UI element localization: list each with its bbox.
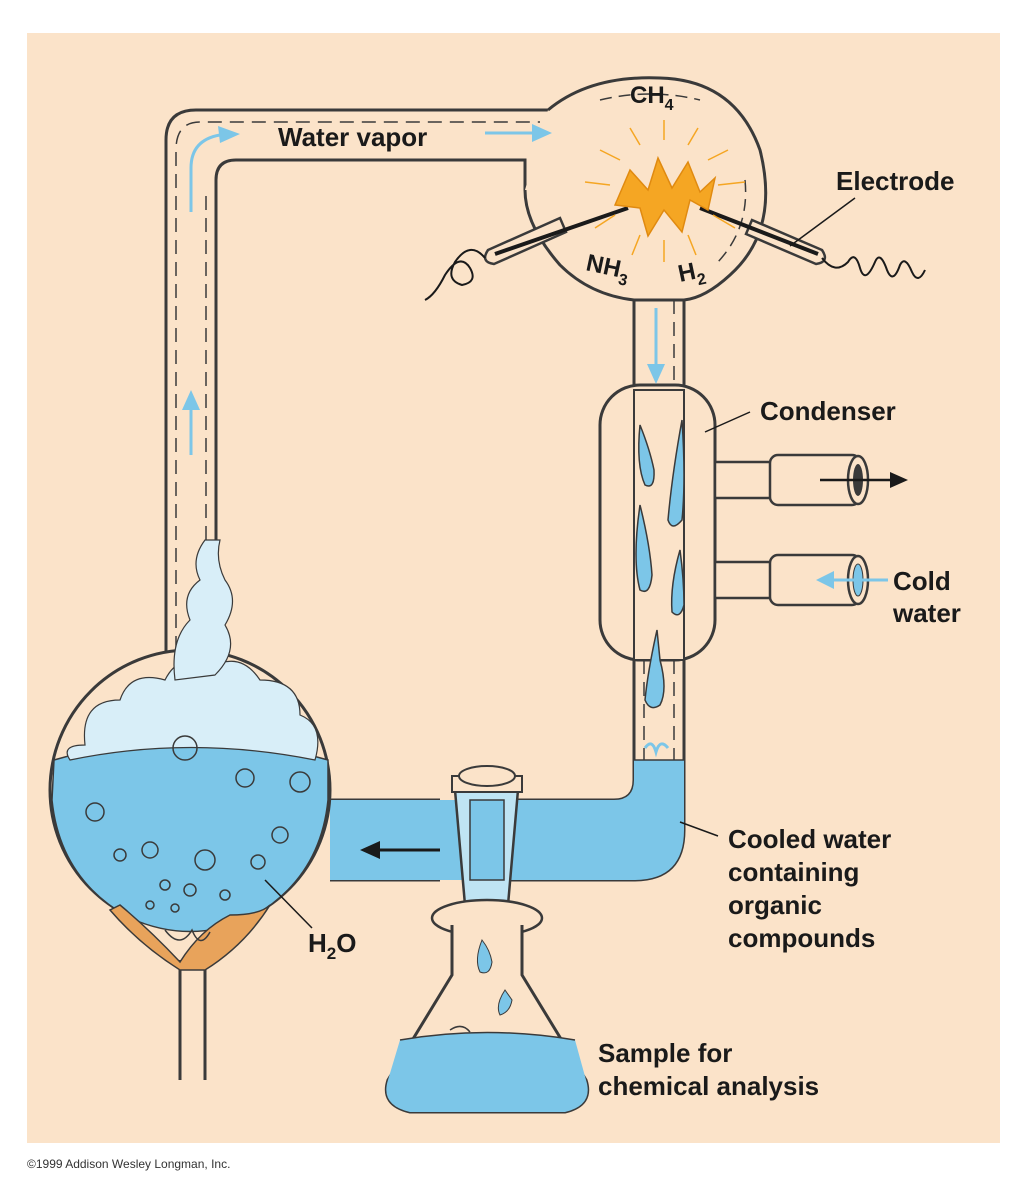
vapor-right-arrow-icon — [485, 124, 552, 142]
label-condenser: Condenser — [760, 396, 896, 426]
label-nh3-sub: 3 — [617, 271, 629, 289]
label-water-vapor: Water vapor — [278, 122, 427, 152]
flow-down-arrow-icon — [647, 308, 665, 384]
boiling-flask — [48, 539, 332, 933]
sample-flask — [384, 898, 590, 1114]
label-sample-line1: Sample for — [598, 1038, 732, 1068]
label-h2o-sub: 2 — [327, 944, 336, 963]
label-cold-water: Cold water — [892, 566, 961, 628]
label-cooled-line4: compounds — [728, 923, 875, 953]
label-cooled-line2: containing — [728, 857, 859, 887]
label-cold-water-line1: Cold — [893, 566, 951, 596]
spark-icon — [584, 120, 746, 262]
water-in-arrow-icon — [816, 571, 888, 589]
label-h2o: H2O — [308, 928, 356, 963]
label-h2o-main: H — [308, 928, 327, 958]
label-cold-water-line2: water — [892, 598, 961, 628]
label-h2o-tail: O — [336, 928, 356, 958]
condenser — [598, 383, 870, 709]
label-sample: Sample for chemical analysis — [598, 1038, 819, 1101]
label-sample-line2: chemical analysis — [598, 1071, 819, 1101]
coil-wires — [424, 249, 926, 301]
label-ch4: CH4 — [630, 82, 674, 114]
label-cooled-line3: organic — [728, 890, 822, 920]
label-cooled-water: Cooled water containing organic compound… — [728, 824, 898, 953]
label-ch4-main: CH — [630, 82, 665, 109]
copyright-credit: ©1999 Addison Wesley Longman, Inc. — [27, 1157, 231, 1171]
leader-lines — [264, 197, 856, 929]
label-electrode: Electrode — [836, 166, 955, 196]
label-h2-sub: 2 — [696, 271, 708, 289]
water-out-arrow-icon — [820, 472, 908, 488]
label-cooled-line1: Cooled water — [728, 824, 891, 854]
label-h2-main: H — [676, 258, 699, 288]
vapor-up-arrow-icon — [182, 126, 240, 455]
electrode-wires — [494, 206, 819, 256]
flow-left-arrow-icon — [360, 841, 440, 859]
flame-icon — [108, 904, 271, 971]
label-ch4-sub: 4 — [665, 97, 674, 114]
label-h2: H2 — [676, 256, 708, 293]
